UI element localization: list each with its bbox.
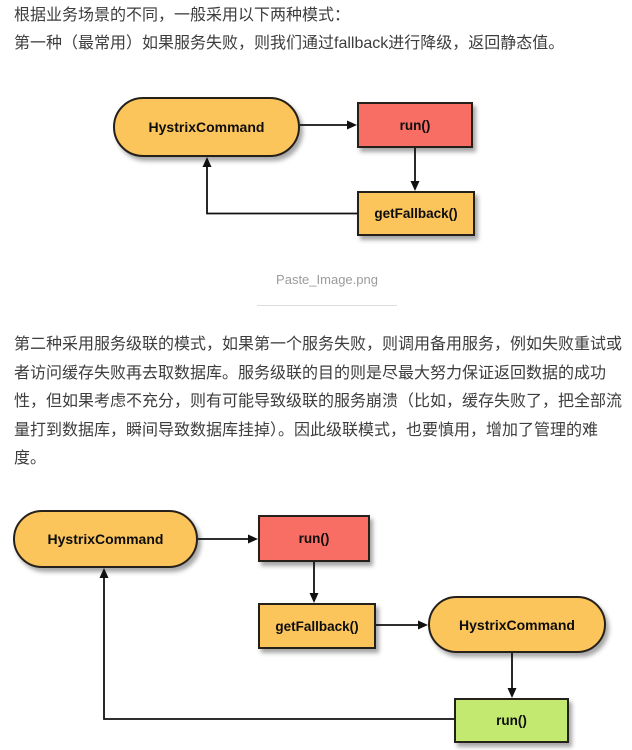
fig1-getfallback-label: getFallback() bbox=[374, 206, 458, 221]
body-line-2: 者访问缓存失败再去取数据库。服务级联的目的则是尽最大努力保证返回数据的成功 bbox=[14, 364, 607, 382]
fig2-run1-node: run() bbox=[258, 515, 370, 562]
fig2-getfallback-node: getFallback() bbox=[258, 603, 376, 649]
fig2-arrowhead-command1 bbox=[99, 568, 109, 578]
intro-line-1: 根据业务场景的不同，一般采用以下两种模式： bbox=[14, 7, 351, 24]
fig2-arrowhead-run1 bbox=[248, 534, 258, 544]
body-line-5: 度。 bbox=[14, 450, 47, 467]
fig1-run-node: run() bbox=[357, 102, 473, 148]
fig1-hystrixcommand-label: HystrixCommand bbox=[148, 119, 265, 135]
fig2-arrowhead-fallback bbox=[309, 593, 319, 603]
body-paragraph: 第二种采用服务级联的模式，如果第一个服务失败，则调用备用服务，例如失败重试或 者… bbox=[14, 331, 623, 474]
fig2-hystrixcommand2-label: HystrixCommand bbox=[459, 616, 575, 633]
fig1-edge-fallback-command bbox=[206, 166, 357, 215]
intro-line-2: 第一种（最常用）如果服务失败，则我们通过fallback进行降级，返回静态值。 bbox=[14, 35, 565, 52]
body-line-1: 第二种采用服务级联的模式，如果第一个服务失败，则调用备用服务，例如失败重试或 bbox=[14, 336, 623, 353]
fig1-getfallback-node: getFallback() bbox=[357, 191, 475, 236]
fig2-run1-label: run() bbox=[298, 531, 330, 546]
fig2-run2-node: run() bbox=[454, 698, 569, 743]
fig1-arrowhead-fallback bbox=[410, 181, 420, 191]
fig1-arrowhead-command bbox=[202, 157, 212, 167]
fig1-arrowhead-run bbox=[347, 120, 357, 130]
figure1-divider bbox=[257, 305, 397, 306]
fig2-run2-label: run() bbox=[496, 713, 527, 728]
body-line-4: 量打到数据库，瞬间导致数据库挂掉）。因此级联模式，也要慎用，增加了管理的难 bbox=[14, 421, 599, 439]
fig1-run-label: run() bbox=[399, 117, 431, 133]
fig2-getfallback-label: getFallback() bbox=[275, 618, 359, 634]
figure1-caption: Paste_Image.png bbox=[276, 272, 378, 287]
intro-paragraph: 根据业务场景的不同，一般采用以下两种模式： 第一种（最常用）如果服务失败，则我们… bbox=[14, 2, 620, 58]
fig2-arrowhead-command2 bbox=[418, 620, 428, 630]
fig1-hystrixcommand-node: HystrixCommand bbox=[113, 97, 300, 157]
body-line-3: 性，但如果考虑不充分，则有可能导致级联的服务崩溃（比如，缓存失败了，把全部流 bbox=[14, 393, 623, 410]
fig2-hystrixcommand1-node: HystrixCommand bbox=[13, 510, 198, 568]
fig2-hystrixcommand1-label: HystrixCommand bbox=[47, 531, 164, 547]
fig2-hystrixcommand2-node: HystrixCommand bbox=[428, 596, 606, 653]
fig2-arrowhead-run2 bbox=[507, 688, 517, 698]
